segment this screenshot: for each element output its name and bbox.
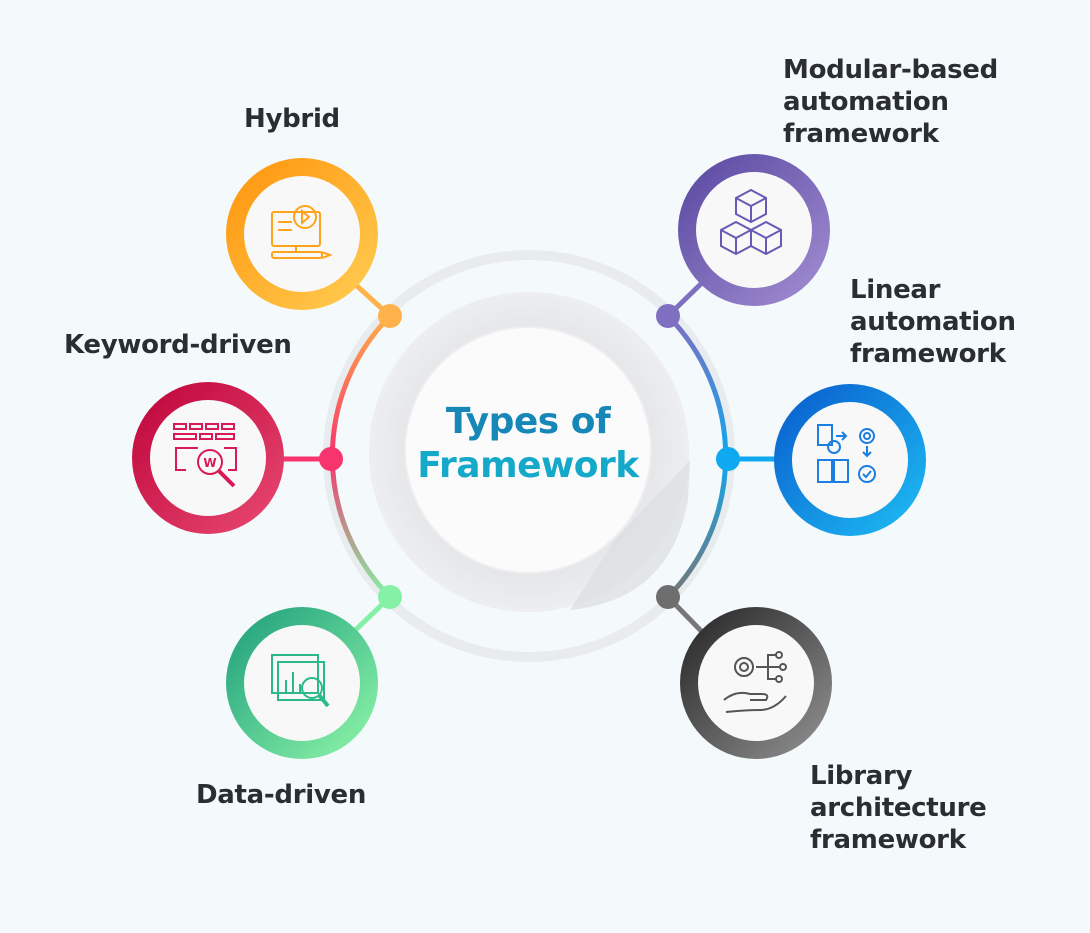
keyword-search-icon: W [173, 423, 237, 488]
center-shadow [570, 460, 690, 610]
connector-dot-library [656, 585, 680, 609]
label-data-driven: Data-driven [196, 780, 367, 810]
page-title: Types of Framework [406, 400, 650, 488]
label-line: architecture [810, 793, 987, 823]
label-line: automation [783, 87, 949, 117]
label-keyword-driven: Keyword-driven [64, 330, 292, 360]
node-keyword-driven: W [132, 382, 284, 534]
connector-dot-data [378, 585, 402, 609]
center-disc [404, 326, 652, 574]
label-line: framework [810, 825, 966, 855]
data-analysis-icon [271, 654, 330, 708]
label-linear: Linear automation framework [850, 274, 1016, 370]
label-line: framework [850, 339, 1006, 369]
connector-dot-keyword [319, 447, 343, 471]
svg-text:W: W [203, 456, 216, 470]
label-line: Library [810, 761, 913, 791]
label-modular-based: Modular-based automation framework [783, 54, 998, 150]
label-line: framework [783, 119, 939, 149]
node-modular-based [678, 154, 830, 306]
label-library: Library architecture framework [810, 760, 987, 856]
gear-hand-icon [723, 651, 787, 713]
video-lesson-icon [271, 205, 333, 259]
title-line-2: Framework [417, 445, 639, 486]
node-hybrid [226, 158, 378, 310]
cubes-icon [720, 188, 782, 256]
label-line: automation [850, 307, 1016, 337]
connector-dot-hybrid [378, 304, 402, 328]
title-line-1: Types of [445, 401, 611, 442]
connector-dot-modular [656, 304, 680, 328]
node-library [680, 607, 832, 759]
connector-dot-linear [716, 447, 740, 471]
node-linear [774, 384, 926, 536]
label-line: Modular-based [783, 55, 998, 85]
node-data-driven [226, 607, 378, 759]
label-hybrid: Hybrid [244, 104, 340, 134]
linear-process-icon [817, 424, 876, 483]
label-line: Linear [850, 275, 941, 305]
